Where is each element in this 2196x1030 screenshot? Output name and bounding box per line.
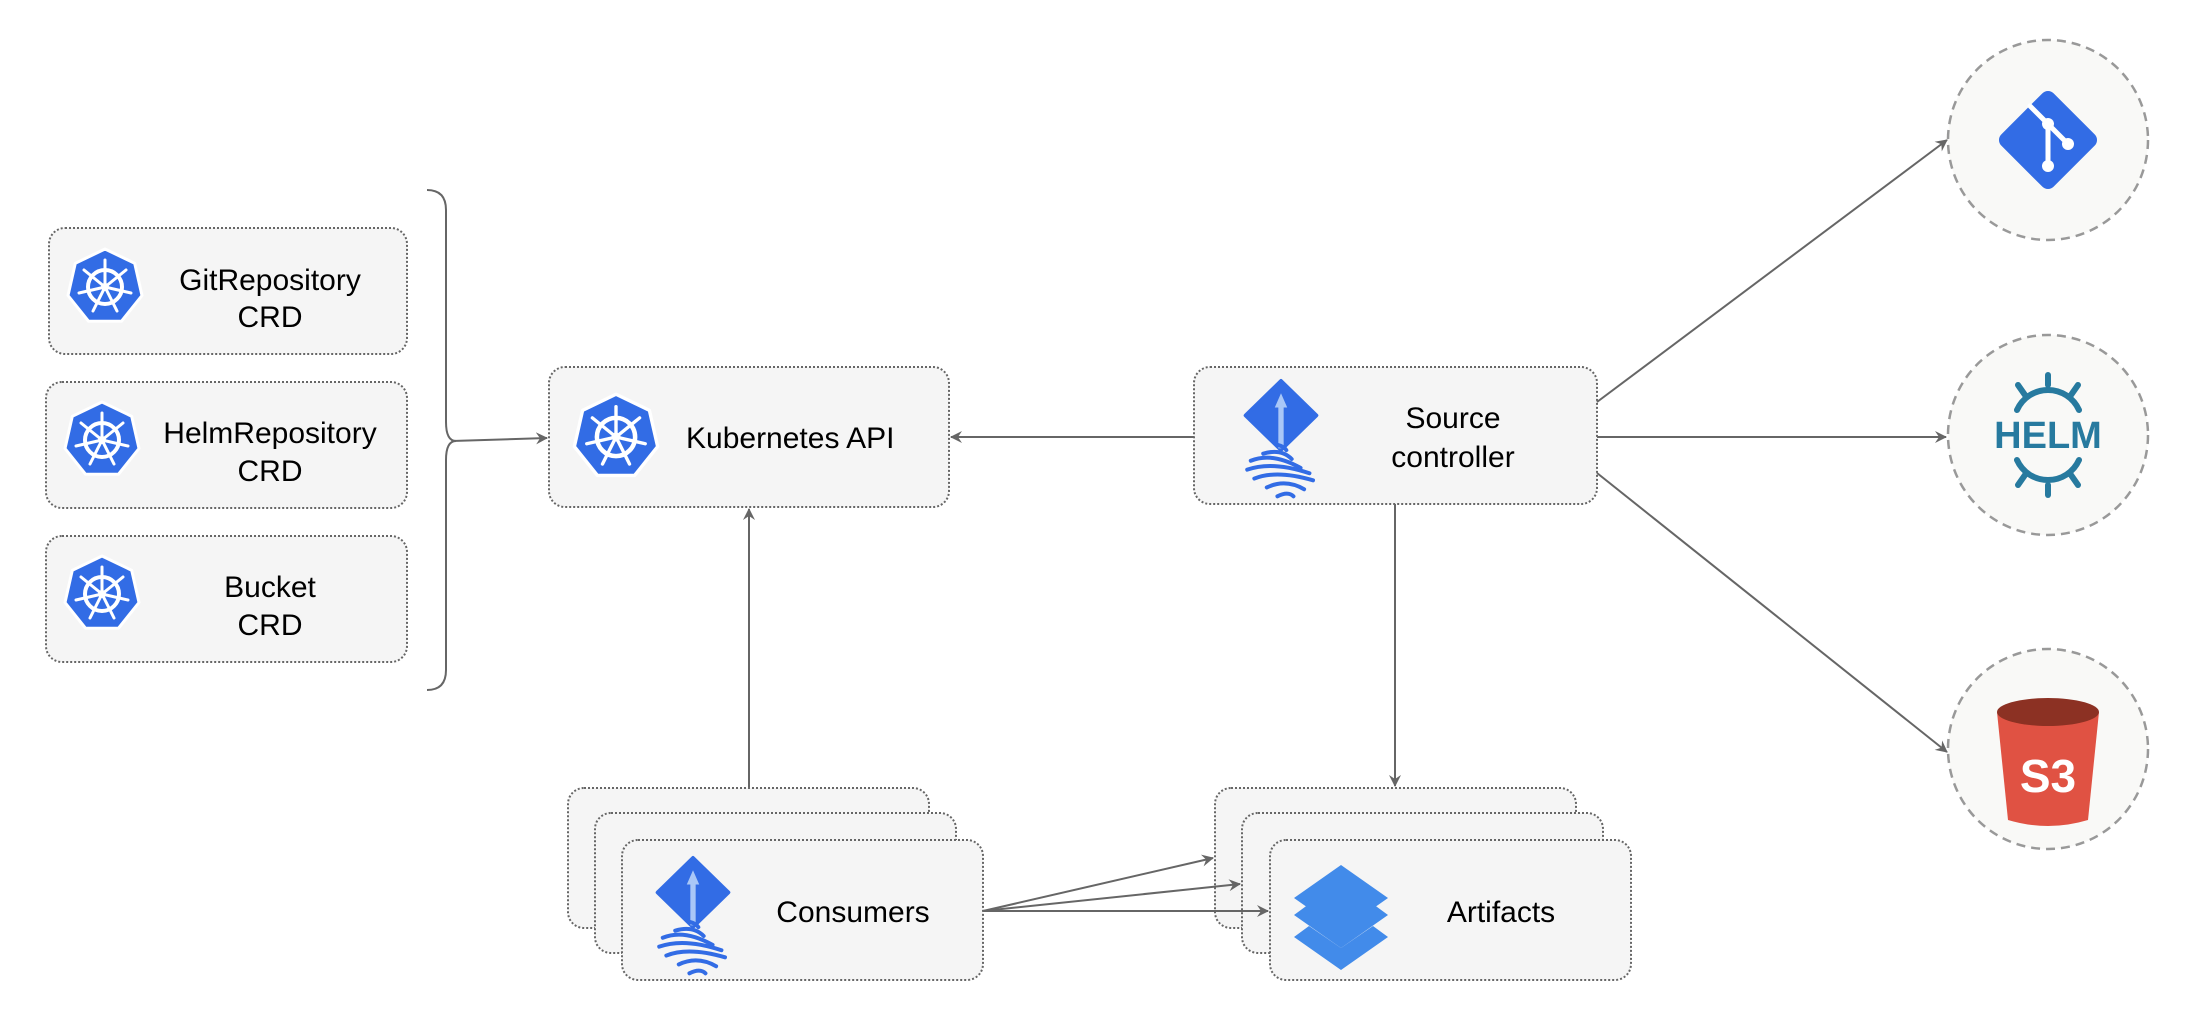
s3-bucket-icon [1997,698,2099,826]
edge-crds-to-api [451,432,548,445]
crd-label-line1: HelmRepository [163,417,376,450]
source-controller-node[interactable]: Source controller [1193,366,1598,505]
artifacts-label: Artifacts [1447,896,1555,929]
artifacts-node[interactable]: Artifacts [1214,787,1632,981]
helm-logo-text: HELM [1994,415,2102,457]
crd-label-line2: CRD [238,455,303,488]
crd-helmrepository[interactable]: HelmRepository CRD [45,381,408,509]
crd-label-line2: CRD [238,609,303,642]
crd-label-line1: GitRepository [179,264,361,297]
crd-gitrepository[interactable]: GitRepository CRD [48,227,408,355]
edge-controller-to-s3 [1596,472,1948,753]
crd-bucket[interactable]: Bucket CRD [45,535,408,663]
edge-consumers-to-artifacts-1 [982,854,1214,912]
consumers-node[interactable]: Consumers [567,787,984,981]
kubernetes-api-node[interactable]: Kubernetes API [548,366,950,508]
crd-group-brace [426,189,457,691]
kubernetes-api-label: Kubernetes API [686,422,894,455]
layers-icon [1294,865,1388,970]
helm-source[interactable]: HELM [1946,333,2150,537]
kubernetes-icon [63,400,141,477]
crd-label-line2: CRD [238,301,303,334]
git-source[interactable] [1946,38,2150,242]
edge-controller-to-git [1596,139,1948,403]
s3-source[interactable]: S3 [1946,647,2150,851]
kubernetes-icon [63,554,141,631]
helm-icon [2014,372,2082,498]
edge-consumers-to-artifacts-2 [982,879,1241,912]
s3-logo-text: S3 [2020,750,2076,802]
crd-label-line1: Bucket [224,571,316,604]
kubernetes-icon [574,394,657,475]
source-controller-label-line2: controller [1391,441,1514,474]
source-controller-label-line1: Source [1405,402,1500,435]
consumers-label: Consumers [776,896,929,929]
git-icon [1998,90,2098,190]
kubernetes-icon [66,247,144,324]
